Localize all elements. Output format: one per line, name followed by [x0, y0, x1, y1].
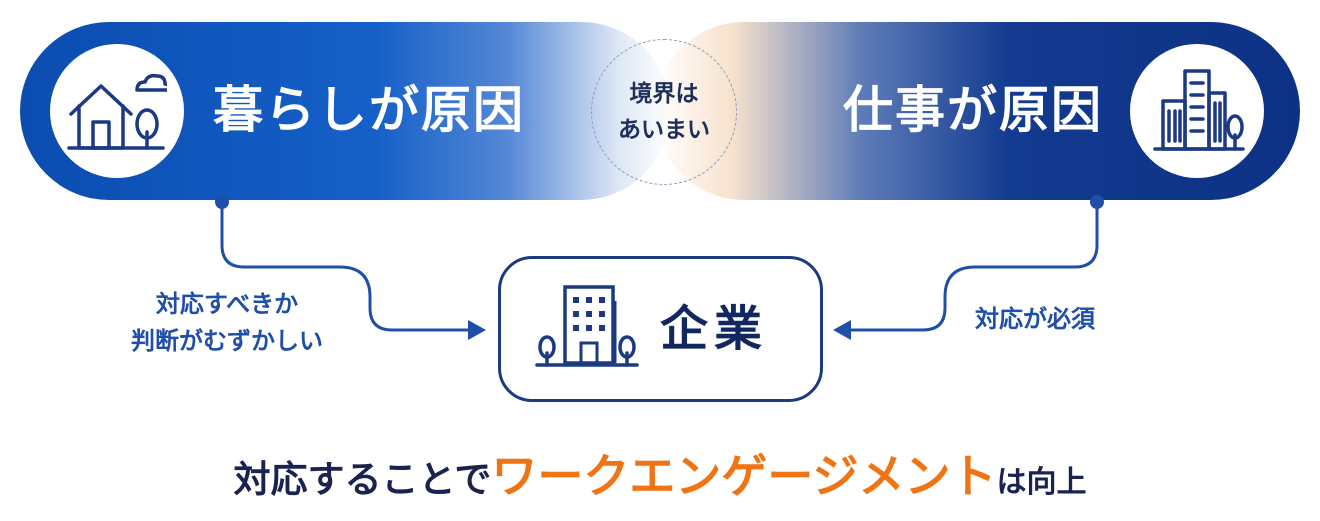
right-arrowhead	[833, 320, 851, 340]
boundary-text-line2: あいまい	[618, 117, 710, 143]
house-with-tree-icon	[67, 73, 167, 150]
left-response-label: 対応すべきか 判断がむずかしい	[118, 286, 336, 360]
boundary-circle: 境界は あいまい	[591, 39, 737, 185]
boundary-text-line1: 境界は	[629, 81, 699, 107]
right-band-title: 仕事が原因	[843, 81, 1103, 139]
right-connector-path	[843, 202, 1099, 332]
left-connector-path	[220, 202, 476, 332]
office-building-icon	[1153, 69, 1245, 151]
left-label-line2: 判断がむずかしい	[131, 327, 323, 355]
left-arrowhead	[468, 320, 486, 340]
left-label-line1: 対応すべきか	[155, 290, 299, 318]
conclusion-part2: は向上	[996, 465, 1087, 500]
office-icon-circle	[1130, 44, 1264, 178]
company-label: 企業	[660, 301, 769, 357]
house-icon-circle	[50, 44, 184, 178]
conclusion-line: 対応することでワークエンゲージメントは向上	[0, 446, 1320, 517]
conclusion-part1: 対応することで	[233, 458, 492, 501]
company-building-icon	[535, 285, 639, 367]
right-response-label: 対応が必須	[975, 305, 1095, 333]
company-box: 企業	[498, 256, 823, 402]
conclusion-emphasis: ワークエンゲージメント	[491, 449, 997, 503]
left-band-title: 暮らしが原因	[213, 81, 525, 139]
right-connector-dot	[1090, 195, 1104, 209]
left-connector-dot	[215, 195, 229, 209]
